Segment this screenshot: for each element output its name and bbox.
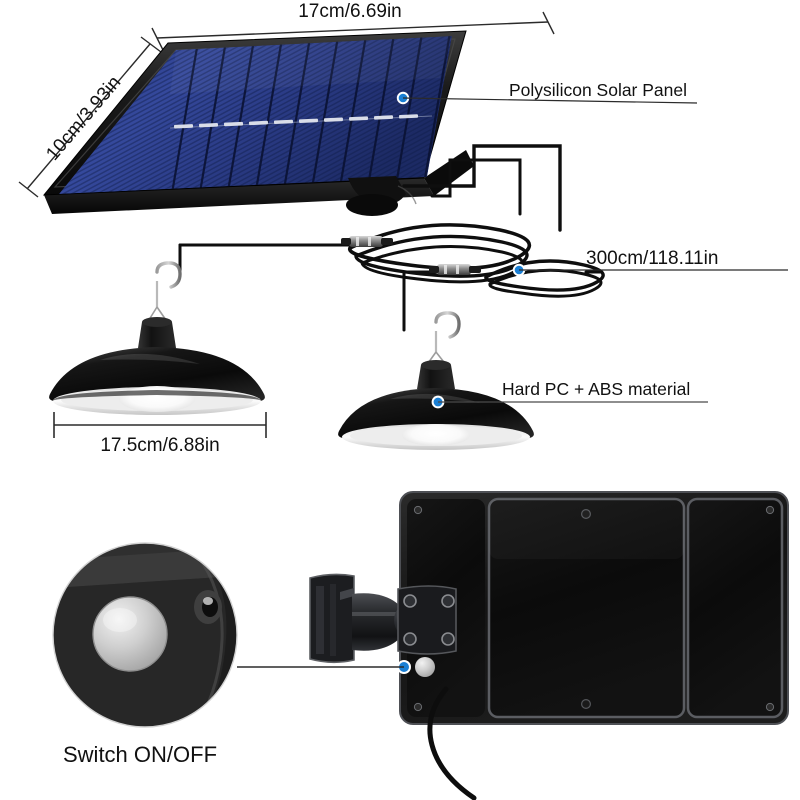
dimension-panel-width: 17cm/6.69in [151, 1, 555, 51]
pendant-lamp-right [338, 311, 534, 450]
dimension-lamp-diameter: 17.5cm/6.88in [53, 412, 267, 456]
callout-solar-panel-label: Polysilicon Solar Panel [509, 80, 687, 100]
callout-switch-label: Switch ON/OFF [63, 742, 217, 767]
panel-back-cable [427, 686, 477, 800]
callout-material: Hard PC + ABS material [438, 379, 708, 403]
callout-material-label: Hard PC + ABS material [502, 379, 690, 399]
back-panel-screws [413, 505, 775, 712]
dimension-lamp-diameter-label: 17.5cm/6.88in [100, 435, 219, 456]
solar-cells [59, 36, 452, 194]
callout-cable-length: 300cm/118.11in [519, 248, 788, 271]
cable-connector-right [429, 264, 481, 275]
switch-button[interactable] [415, 657, 435, 677]
cable-connector-left [341, 236, 393, 247]
switch-magnifier [52, 542, 238, 728]
callout-solar-panel: Polysilicon Solar Panel [402, 80, 698, 104]
solar-panel-back [399, 491, 789, 725]
dimension-panel-width-label: 17cm/6.69in [298, 1, 402, 22]
wall-mount-bracket [309, 573, 457, 664]
callout-cable-length-label: 300cm/118.11in [586, 248, 718, 269]
bracket-bolts [403, 594, 455, 646]
panel-busbar [169, 114, 433, 129]
pendant-lamp-left [49, 261, 265, 415]
